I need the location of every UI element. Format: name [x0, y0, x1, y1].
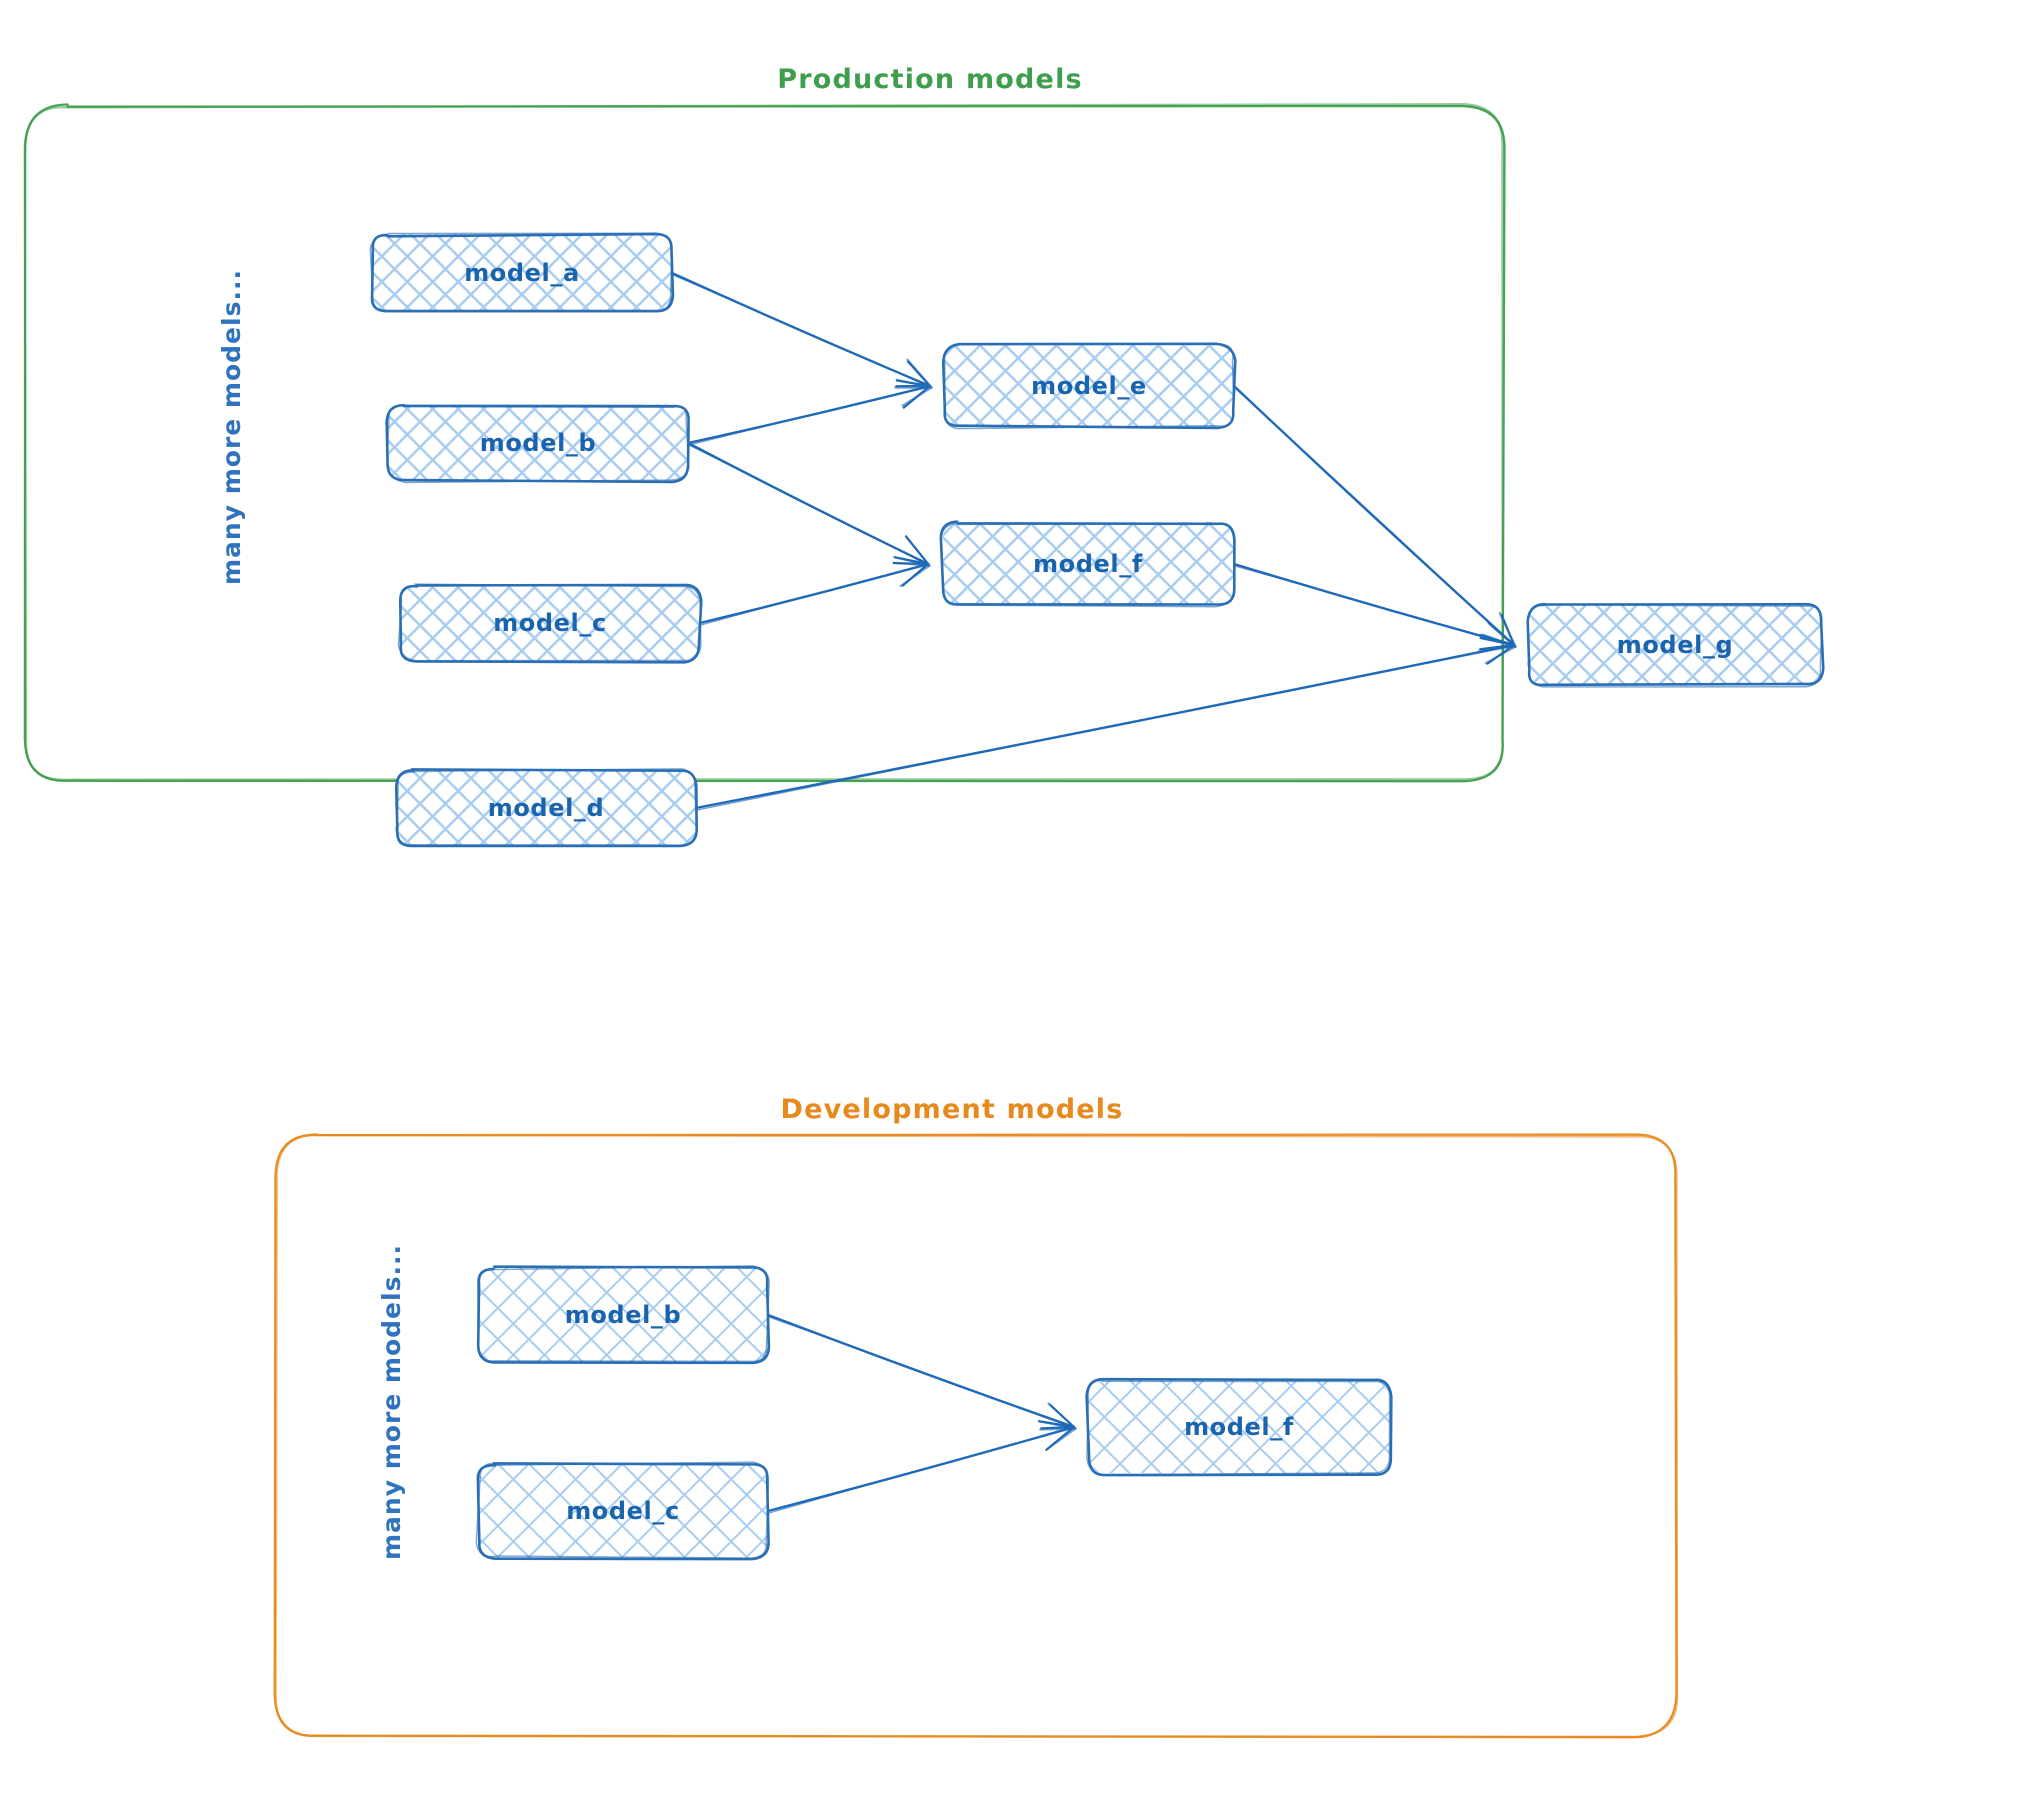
- node-dev_model_c[interactable]: model_c: [475, 1461, 770, 1561]
- node-label-dev_model_c: model_c: [566, 1497, 680, 1525]
- node-label-model_b: model_b: [480, 429, 597, 457]
- node-label-dev_model_f: model_f: [1184, 1413, 1294, 1441]
- node-model_f[interactable]: model_f: [939, 520, 1236, 608]
- node-label-model_a: model_a: [464, 259, 580, 287]
- side-label-development: many more models...: [377, 1244, 406, 1560]
- node-dev_model_b[interactable]: model_b: [476, 1265, 771, 1365]
- node-label-model_c: model_c: [493, 609, 607, 637]
- edge-model_b-to-model_f: [686, 441, 931, 567]
- edge-model_b-to-model_e: [686, 378, 933, 446]
- node-model_c[interactable]: model_c: [397, 583, 703, 664]
- node-label-model_f: model_f: [1033, 550, 1143, 578]
- node-label-dev_model_b: model_b: [565, 1301, 682, 1329]
- edge-dev_model_b-to-dev_model_f: [766, 1313, 1077, 1431]
- node-label-model_e: model_e: [1031, 372, 1147, 400]
- group-frame-production: [23, 103, 1506, 783]
- edge-model_a-to-model_e: [670, 271, 933, 389]
- side-label-production: many more models...: [217, 269, 246, 585]
- edge-dev_model_c-to-dev_model_f: [766, 1420, 1077, 1514]
- node-model_e[interactable]: model_e: [941, 342, 1237, 430]
- group-title-development: Development models: [781, 1094, 1124, 1125]
- group-frame-development: [273, 1133, 1679, 1739]
- node-dev_model_f[interactable]: model_f: [1085, 1377, 1393, 1477]
- node-label-model_d: model_d: [488, 794, 605, 822]
- node-model_d[interactable]: model_d: [394, 768, 698, 848]
- edge-model_e-to-model_g: [1232, 384, 1517, 648]
- edge-model_d-to-model_g: [694, 635, 1517, 811]
- group-title-production: Production models: [777, 64, 1083, 95]
- node-model_g[interactable]: model_g: [1526, 602, 1825, 688]
- edge-model_c-to-model_f: [698, 556, 931, 626]
- node-label-model_g: model_g: [1617, 631, 1734, 659]
- node-model_b[interactable]: model_b: [385, 403, 690, 484]
- node-model_a[interactable]: model_a: [369, 232, 675, 313]
